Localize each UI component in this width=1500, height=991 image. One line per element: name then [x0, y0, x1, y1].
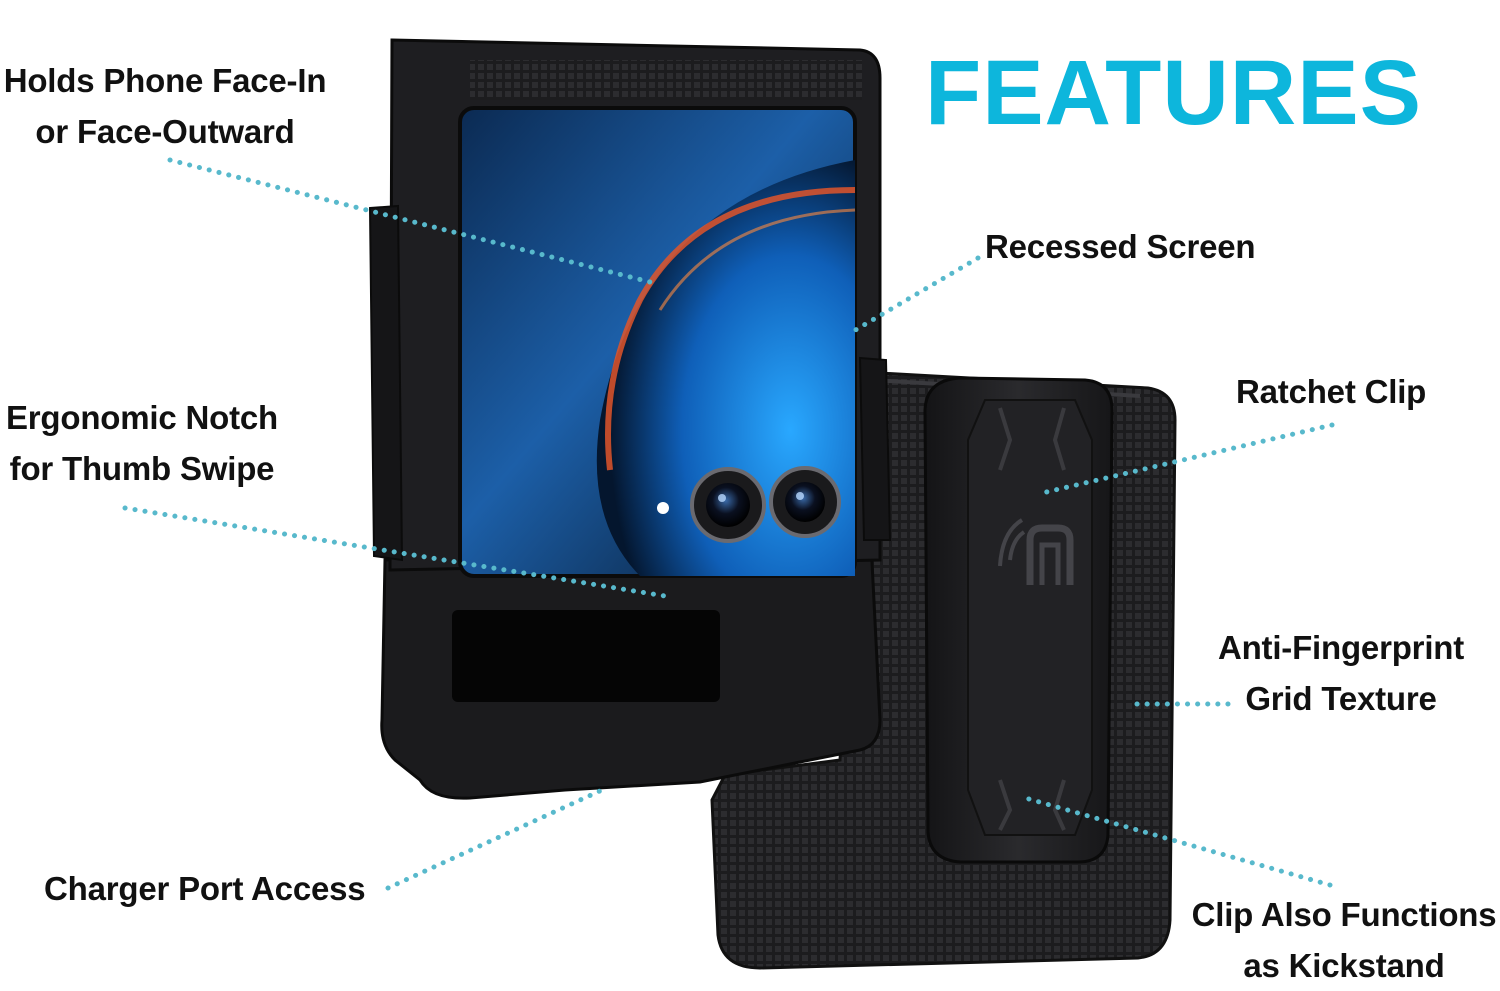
callout-line: Ratchet Clip [1236, 373, 1427, 410]
ratchet-belt-clip [923, 376, 1114, 864]
callout-line: for Thumb Swipe [9, 450, 275, 487]
thumb-notch [368, 204, 404, 562]
callout-kickstand: Clip Also Functions as Kickstand [1188, 889, 1500, 991]
callout-holds-phone: Holds Phone Face-In or Face-Outward [0, 55, 330, 157]
callout-line: Clip Also Functions [1191, 896, 1497, 933]
charger-port-cutout [452, 610, 720, 702]
camera-lens-icon [690, 467, 766, 543]
page-title: FEATURES [925, 42, 1422, 144]
callout-line: Holds Phone Face-In [3, 62, 327, 99]
phone-cover-screen [458, 106, 857, 578]
callout-line: Recessed Screen [985, 228, 1256, 265]
callout-line: Charger Port Access [44, 870, 366, 907]
callout-recessed-screen: Recessed Screen [985, 221, 1256, 272]
camera-lens-icon [769, 466, 841, 538]
callout-charger-port: Charger Port Access [44, 863, 366, 914]
callout-line: Grid Texture [1245, 680, 1437, 717]
callout-line: as Kickstand [1243, 947, 1445, 984]
callout-line: or Face-Outward [35, 113, 295, 150]
callout-line: Anti-Fingerprint [1217, 629, 1465, 666]
brand-logo-icon [998, 518, 1074, 585]
callout-leaders [122, 157, 1335, 891]
callout-ergonomic-notch: Ergonomic Notch for Thumb Swipe [0, 392, 284, 494]
callout-anti-fingerprint: Anti-Fingerprint Grid Texture [1200, 622, 1482, 724]
callout-line: Ergonomic Notch [5, 399, 278, 436]
callout-ratchet-clip: Ratchet Clip [1236, 366, 1426, 417]
flash-indicator [657, 502, 669, 514]
